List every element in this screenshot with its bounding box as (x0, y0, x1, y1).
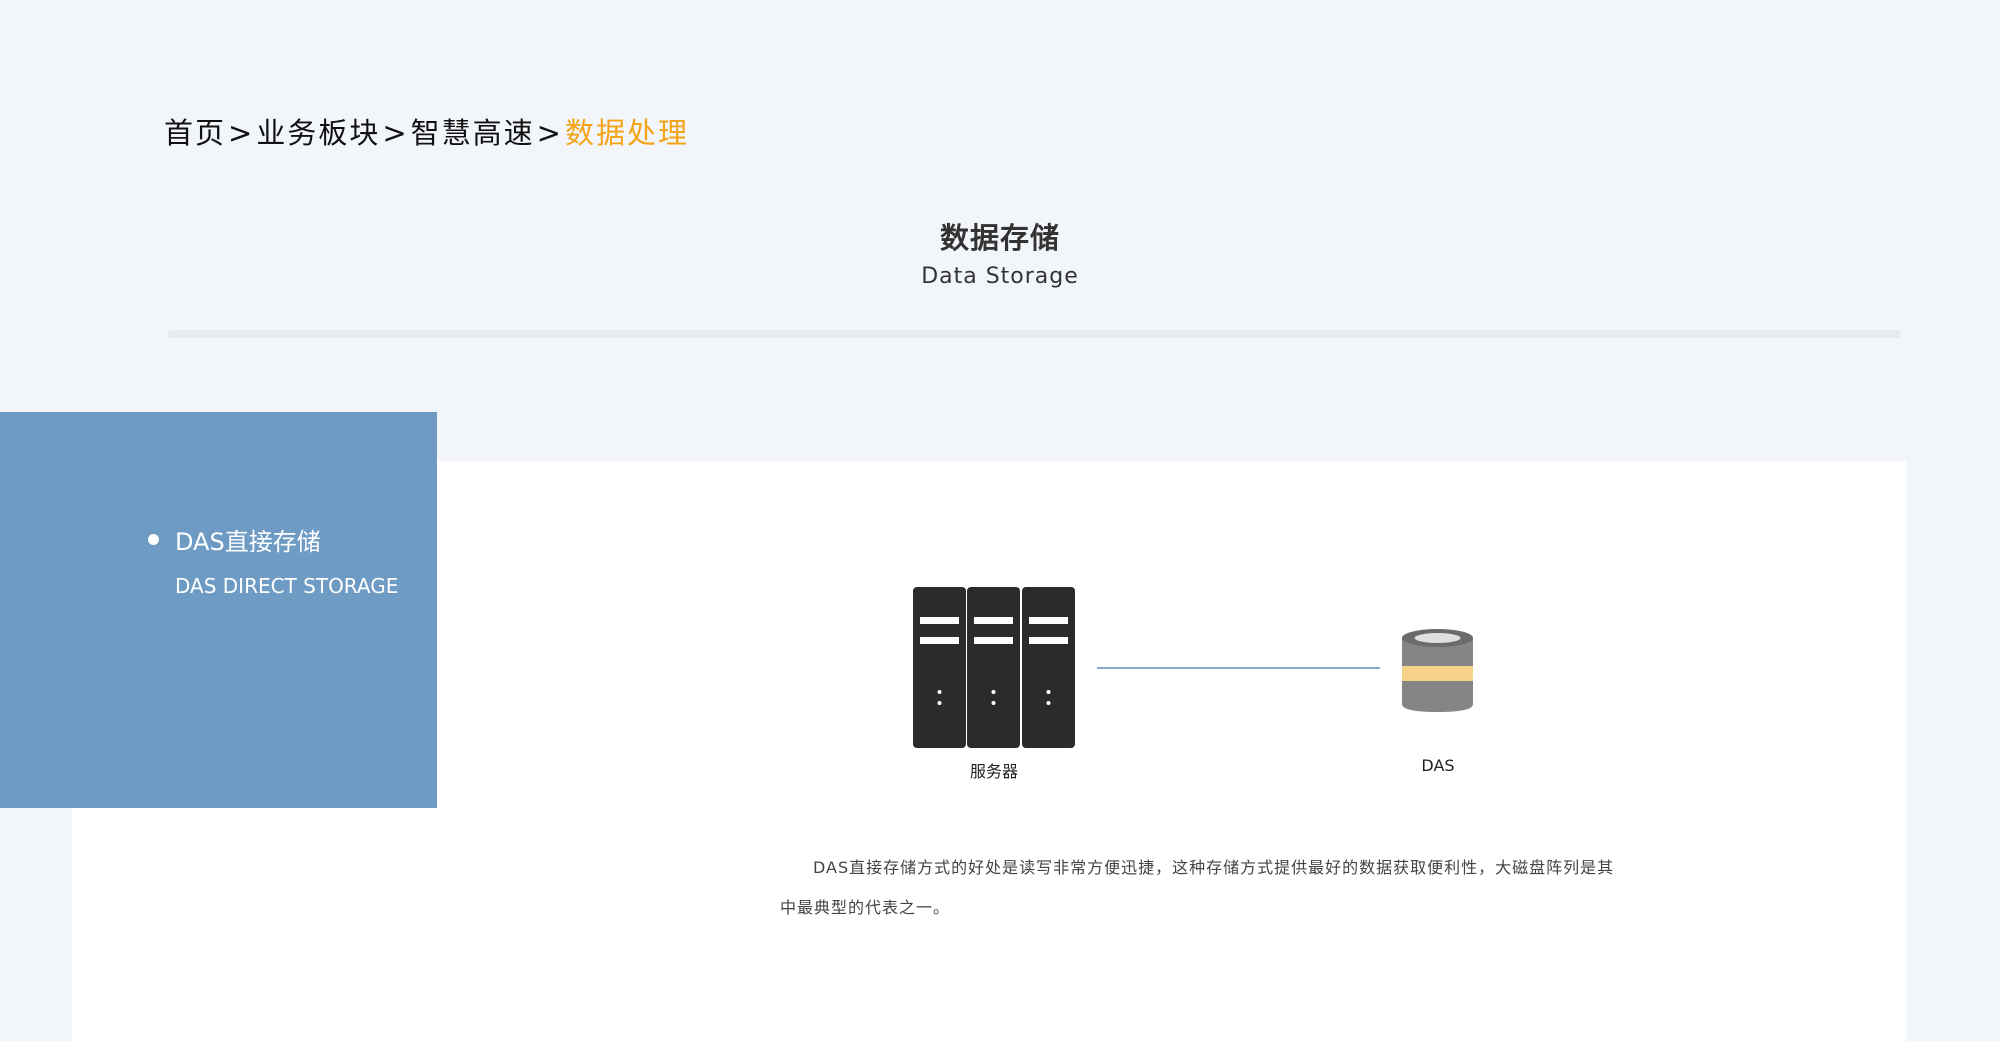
breadcrumb-separator: > (382, 116, 409, 150)
breadcrumb-separator: > (228, 116, 255, 150)
das-label: DAS (1421, 756, 1455, 775)
server-rack-icon (913, 587, 1075, 748)
breadcrumb-business-link[interactable]: 业务板块 (256, 116, 381, 150)
breadcrumb: 首页>业务板块>智慧高速>数据处理 (164, 110, 689, 152)
das-diagram (913, 587, 1473, 748)
bullet-dot-icon (148, 534, 159, 545)
section-title: 数据存储 (939, 221, 1060, 255)
description-text: DAS直接存储方式的好处是读写非常方便迅捷，这种存储方式提供最好的数据获取便利性… (780, 858, 1615, 917)
server-label: 服务器 (969, 762, 1018, 781)
side-tab-label-cn: DAS直接存储 (175, 528, 321, 556)
breadcrumb-highway-link[interactable]: 智慧高速 (410, 116, 535, 150)
section-divider (168, 330, 1900, 338)
side-tab-label-en: DAS DIRECT STORAGE (175, 574, 399, 598)
breadcrumb-separator: > (536, 116, 563, 150)
breadcrumb-home-link[interactable]: 首页 (164, 116, 227, 150)
breadcrumb-current: 数据处理 (564, 116, 689, 150)
side-tab-panel: DAS直接存储 DAS DIRECT STORAGE (0, 412, 437, 808)
database-disk-icon (1402, 629, 1473, 712)
section-subtitle: Data Storage (921, 264, 1079, 289)
